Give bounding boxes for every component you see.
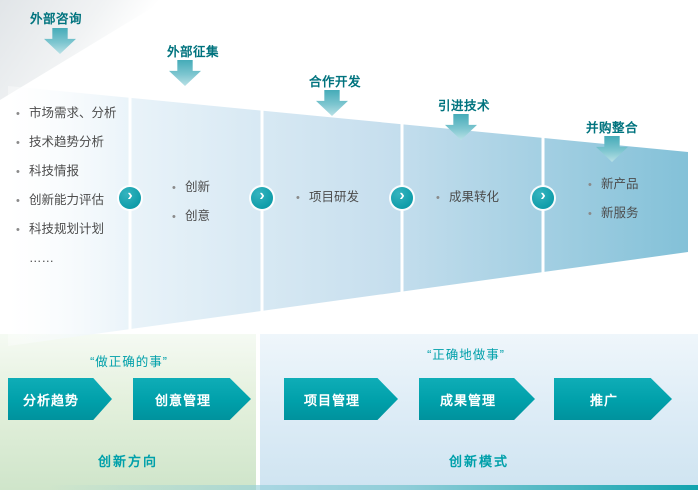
stage-item: • 市场需求、分析	[16, 106, 117, 122]
funnel-source-label: 外部征集	[167, 45, 220, 59]
bullet-icon: •	[16, 166, 20, 178]
stage-item-text: 创新能力评估	[29, 193, 105, 207]
bullet-icon: •	[296, 192, 300, 204]
stage-item-text: 科技规划计划	[29, 222, 105, 236]
stage-item-text: 成果转化	[449, 190, 500, 204]
stage-item: ……	[16, 251, 117, 266]
stage-item-text: 技术趋势分析	[29, 135, 105, 149]
stage-item: • 项目研发	[296, 190, 359, 206]
stage-item-list: • 市场需求、分析 • 技术趋势分析 • 科技情报 • 创新能力评估 • 科技规划计划 ……	[16, 106, 117, 279]
stage-item: • 成果转化	[436, 190, 499, 206]
stage-item-text: 项目研发	[309, 190, 360, 204]
process-arrow-label: 创意管理	[154, 392, 211, 408]
process-arrow: 项目管理	[284, 378, 398, 420]
chevron-connector: ›	[532, 187, 554, 209]
process-arrow-label: 成果管理	[439, 392, 496, 408]
stage-item: • 创意	[172, 209, 210, 225]
chevron-right-icon: ›	[259, 187, 265, 204]
process-arrow: 成果管理	[419, 378, 535, 420]
process-arrow: 分析趋势	[8, 378, 112, 420]
funnel-source-label: 引进技术	[438, 99, 491, 113]
chevron-right-icon: ›	[399, 187, 405, 204]
panel-title: 创新方向	[97, 454, 158, 469]
bullet-icon: •	[436, 192, 440, 204]
stage-item-text: 市场需求、分析	[29, 106, 117, 120]
panel-quote: “正确地做事”	[427, 348, 505, 362]
process-arrow-label: 推广	[589, 392, 618, 408]
bottom-accent-bar	[48, 485, 698, 490]
panel-quote: “做正确的事”	[90, 355, 168, 369]
chevron-connector: ›	[251, 187, 273, 209]
funnel-source-label: 合作开发	[309, 75, 362, 89]
bullet-icon: •	[16, 195, 20, 207]
stage-item-text: 创新	[185, 180, 211, 194]
process-arrow: 创意管理	[133, 378, 251, 420]
stage-item-text: 科技情报	[29, 164, 80, 178]
stage-item: • 创新	[172, 180, 210, 196]
stage-item: • 科技规划计划	[16, 222, 117, 238]
stage-item: • 技术趋势分析	[16, 135, 117, 151]
stage-item-list: • 成果转化	[436, 190, 499, 219]
stage-item-list: • 项目研发	[296, 190, 359, 219]
chevron-connector: ›	[391, 187, 413, 209]
stage-item-text: 新产品	[601, 177, 639, 191]
stage-item-text: ……	[29, 251, 54, 265]
chevron-right-icon: ›	[127, 187, 133, 204]
stage-item-text: 创意	[185, 209, 211, 223]
process-arrow-label: 项目管理	[303, 392, 360, 408]
funnel-source-label: 外部咨询	[30, 12, 83, 26]
bullet-icon: •	[16, 137, 20, 149]
chevron-right-icon: ›	[540, 187, 546, 204]
bullet-icon: •	[16, 224, 20, 236]
stage-item: • 科技情报	[16, 164, 117, 180]
chevron-connector: ›	[119, 187, 141, 209]
stage-item-text: 新服务	[601, 206, 639, 220]
bullet-icon: •	[16, 108, 20, 120]
process-arrow-label: 分析趋势	[22, 392, 79, 408]
stage-item: • 创新能力评估	[16, 193, 117, 209]
funnel-source-label: 并购整合	[586, 121, 639, 135]
stage-item: • 新产品	[588, 177, 639, 193]
process-arrow: 推广	[554, 378, 672, 420]
bullet-icon: •	[172, 182, 176, 194]
stage-item-list: • 新产品 • 新服务	[588, 177, 639, 235]
bullet-icon: •	[172, 211, 176, 223]
panel-title: 创新模式	[448, 454, 509, 469]
stage-item-list: • 创新 • 创意	[172, 180, 210, 238]
funnel-body	[8, 86, 688, 346]
stage-item: • 新服务	[588, 206, 639, 222]
bullet-icon: •	[588, 208, 592, 220]
bullet-icon: •	[588, 179, 592, 191]
